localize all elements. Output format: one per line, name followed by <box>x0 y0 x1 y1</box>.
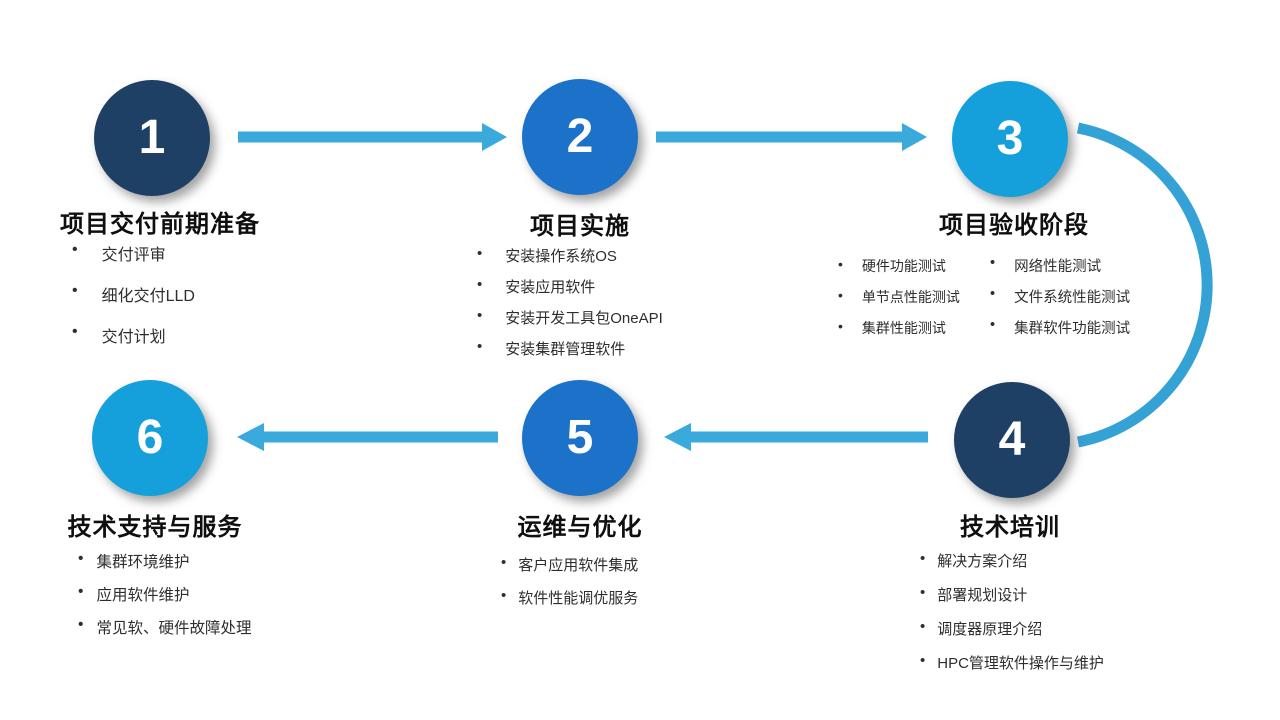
bullet-icon: • <box>78 616 84 633</box>
step5-list: • 客户应用软件集成 • 软件性能调优服务 <box>501 554 638 620</box>
arc-connector-step3-to-step4 <box>1076 122 1213 448</box>
step6-circle: 6 <box>92 380 208 496</box>
arrow-step4-to-step5 <box>664 423 928 451</box>
step2-circle: 2 <box>522 79 638 195</box>
list-item: • 常见软、硬件故障处理 <box>78 616 251 638</box>
list-item-label: 部署规划设计 <box>937 587 1028 604</box>
list-item-label: 集群环境维护 <box>96 554 190 571</box>
list-item: • 安装集群管理软件 <box>477 338 663 359</box>
bullet-icon: • <box>72 323 78 340</box>
list-item-label: 单节点性能测试 <box>861 289 960 305</box>
step3-circle: 3 <box>952 81 1068 197</box>
list-item-label: 安装集群管理软件 <box>505 341 626 358</box>
bullet-icon: • <box>990 317 996 333</box>
list-item: • 硬件功能测试 <box>838 256 960 276</box>
bullet-icon: • <box>838 256 843 272</box>
arrow-step2-to-step3 <box>656 123 927 151</box>
list-item: • 集群环境维护 <box>78 550 251 572</box>
bullet-icon: • <box>477 338 483 355</box>
step1-title: 项目交付前期准备 <box>60 211 260 238</box>
list-item-label: 硬件功能测试 <box>861 258 946 274</box>
list-item: • 软件性能调优服务 <box>501 587 638 608</box>
step4-number: 4 <box>998 413 1026 466</box>
step3-title: 项目验收阶段 <box>939 212 1089 239</box>
bullet-icon: • <box>920 584 926 601</box>
list-item-label: 客户应用软件集成 <box>518 557 639 574</box>
step2-title: 项目实施 <box>530 213 630 240</box>
list-item: • 安装应用软件 <box>477 276 663 297</box>
list-item-label: 集群性能测试 <box>861 320 946 336</box>
step5-title: 运维与优化 <box>517 514 643 541</box>
bullet-icon: • <box>477 276 483 293</box>
list-item: • 应用软件维护 <box>78 583 251 605</box>
step1-number: 1 <box>138 111 166 164</box>
step5-number: 5 <box>566 411 594 464</box>
arrow-step5-to-step6 <box>237 423 498 451</box>
bullet-icon: • <box>838 318 843 334</box>
step2-list: • 安装操作系统OS • 安装应用软件 • 安装开发工具包OneAPI • 安装… <box>477 245 663 369</box>
list-item-label: 安装开发工具包OneAPI <box>505 310 663 327</box>
list-item: • 部署规划设计 <box>920 584 1104 605</box>
list-item-label: 细化交付LLD <box>101 288 195 305</box>
step1-list: • 交付评审 • 细化交付LLD • 交付计划 <box>72 241 195 364</box>
list-item-label: 安装应用软件 <box>505 279 596 296</box>
bullet-icon: • <box>477 307 483 324</box>
step4-title: 技术培训 <box>960 514 1060 541</box>
list-item: • 交付计划 <box>72 323 195 347</box>
list-item: • 单节点性能测试 <box>838 287 960 307</box>
step1-circle: 1 <box>94 80 210 196</box>
list-item-label: 交付评审 <box>101 247 166 264</box>
bullet-icon: • <box>990 286 996 302</box>
step6-number: 6 <box>136 411 164 464</box>
step6-list: • 集群环境维护 • 应用软件维护 • 常见软、硬件故障处理 <box>78 550 251 649</box>
bullet-icon: • <box>501 587 507 604</box>
list-item-label: 调度器原理介绍 <box>937 621 1043 638</box>
step5-circle: 5 <box>522 380 638 496</box>
list-item-label: 文件系统性能测试 <box>1014 290 1131 306</box>
step2-number: 2 <box>566 110 594 163</box>
list-item: • 调度器原理介绍 <box>920 618 1104 639</box>
bullet-icon: • <box>72 282 78 299</box>
bullet-icon: • <box>990 255 996 271</box>
list-item: • 解决方案介绍 <box>920 550 1104 571</box>
list-item: • 交付评审 <box>72 241 195 265</box>
bullet-icon: • <box>920 618 926 635</box>
list-item: • 客户应用软件集成 <box>501 554 638 575</box>
list-item-label: HPC管理软件操作与维护 <box>937 655 1104 672</box>
list-item: • 安装操作系统OS <box>477 245 663 266</box>
step3-list-right: • 网络性能测试 • 文件系统性能测试 • 集群软件功能测试 <box>990 255 1130 348</box>
arrow-step1-to-step2 <box>238 123 507 151</box>
step6-title: 技术支持与服务 <box>67 514 243 541</box>
list-item: • 网络性能测试 <box>990 255 1130 276</box>
list-item-label: 解决方案介绍 <box>937 553 1028 570</box>
step4-circle: 4 <box>954 382 1070 498</box>
step3-number: 3 <box>996 112 1024 165</box>
bullet-icon: • <box>78 550 84 567</box>
bullet-icon: • <box>477 245 483 262</box>
list-item-label: 安装操作系统OS <box>505 248 617 265</box>
list-item: • 文件系统性能测试 <box>990 286 1130 307</box>
list-item: • 集群软件功能测试 <box>990 317 1130 338</box>
bullet-icon: • <box>72 241 78 258</box>
list-item-label: 常见软、硬件故障处理 <box>96 620 252 637</box>
list-item: • 细化交付LLD <box>72 282 195 306</box>
bullet-icon: • <box>920 550 926 567</box>
list-item-label: 交付计划 <box>101 329 166 346</box>
bullet-icon: • <box>78 583 84 600</box>
list-item-label: 网络性能测试 <box>1014 259 1102 275</box>
list-item: • 集群性能测试 <box>838 318 960 338</box>
step4-list: • 解决方案介绍 • 部署规划设计 • 调度器原理介绍 • HPC管理软件操作与… <box>920 550 1104 686</box>
step3-list-left: • 硬件功能测试 • 单节点性能测试 • 集群性能测试 <box>838 256 960 349</box>
list-item-label: 软件性能调优服务 <box>518 590 639 607</box>
bullet-icon: • <box>501 554 507 571</box>
list-item: • 安装开发工具包OneAPI <box>477 307 663 328</box>
bullet-icon: • <box>920 652 926 669</box>
list-item: • HPC管理软件操作与维护 <box>920 652 1104 673</box>
bullet-icon: • <box>838 287 843 303</box>
list-item-label: 集群软件功能测试 <box>1014 321 1131 337</box>
list-item-label: 应用软件维护 <box>96 587 190 604</box>
